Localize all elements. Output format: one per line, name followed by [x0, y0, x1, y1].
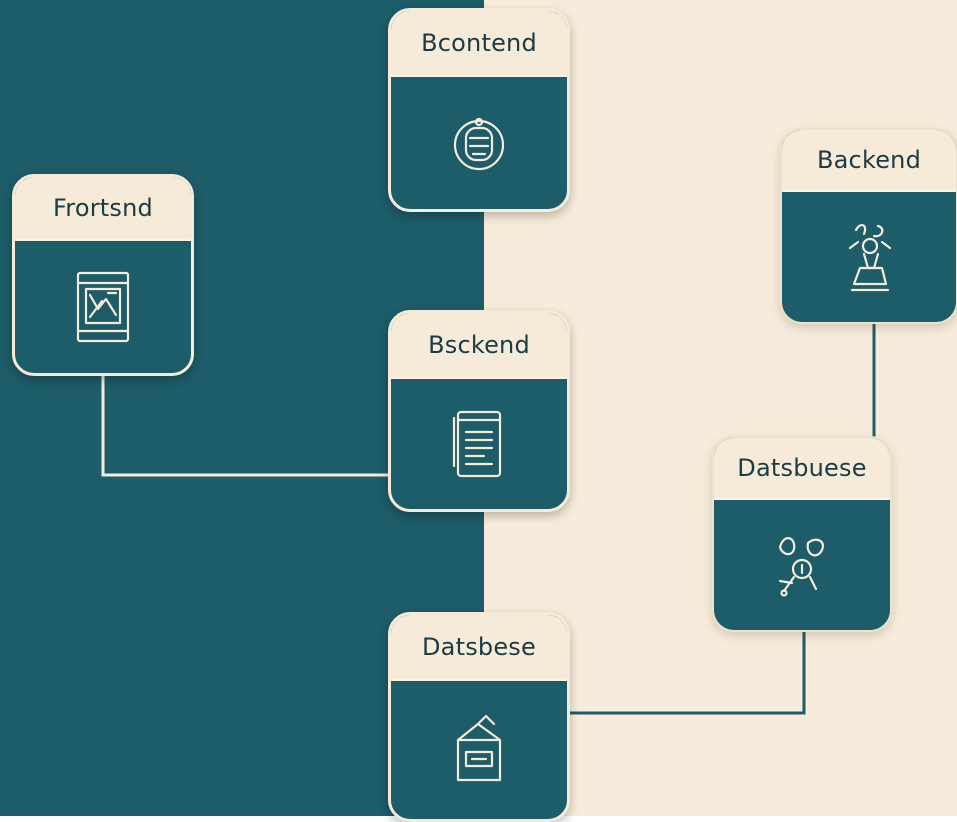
- document-icon: [452, 410, 502, 478]
- card-header: Datsbuese: [714, 438, 890, 500]
- card-backend-middle[interactable]: Bsckend: [388, 310, 570, 512]
- card-header: Bcontend: [391, 11, 567, 77]
- card-title: Backend: [816, 146, 922, 174]
- helmet-icon: [453, 117, 505, 171]
- card-header: Datsbese: [391, 615, 567, 681]
- card-title: Datsbese: [422, 633, 536, 661]
- card-frontend[interactable]: Frortsnd: [12, 174, 194, 376]
- bug-icon: [778, 537, 824, 597]
- card-database-bottom[interactable]: Datsbese: [388, 612, 570, 822]
- card-body: [782, 192, 956, 322]
- card-body: [391, 681, 567, 819]
- window-chart-icon: [76, 271, 130, 343]
- card-body: [714, 500, 890, 630]
- card-body: [391, 379, 567, 509]
- card-header: Bsckend: [391, 313, 567, 379]
- card-title: Bsckend: [428, 331, 530, 359]
- connector-database-database: [567, 628, 806, 715]
- card-header: Frortsnd: [15, 177, 191, 241]
- card-database-right[interactable]: Datsbuese: [712, 436, 892, 632]
- card-title: Frortsnd: [53, 194, 153, 222]
- connector-frontend-backend: [101, 372, 393, 477]
- card-backend-right[interactable]: Backend: [780, 128, 957, 324]
- box-icon: [456, 714, 502, 782]
- card-title: Bcontend: [421, 29, 537, 57]
- card-body: [391, 77, 567, 209]
- figure-icon: [848, 224, 892, 292]
- card-top-center[interactable]: Bcontend: [388, 8, 570, 212]
- card-header: Backend: [782, 130, 956, 192]
- card-body: [15, 241, 191, 373]
- card-title: Datsbuese: [737, 454, 867, 482]
